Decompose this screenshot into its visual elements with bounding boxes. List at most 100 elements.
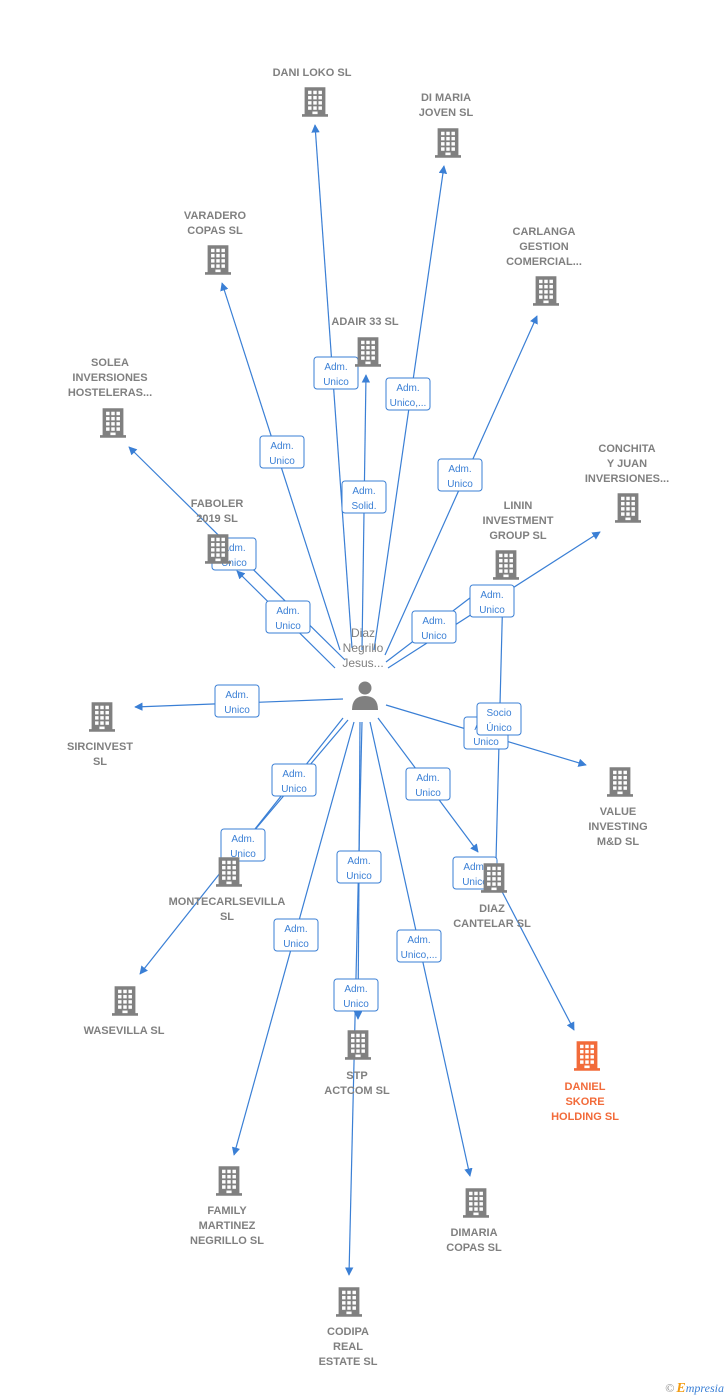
- company-name-line[interactable]: MARTINEZ: [199, 1220, 256, 1232]
- company-name-line[interactable]: SL: [93, 756, 107, 768]
- company-name-line[interactable]: GROUP SL: [489, 530, 547, 542]
- company-name-line[interactable]: WASEVILLA SL: [84, 1025, 165, 1037]
- building-icon[interactable]: [463, 1188, 489, 1218]
- company-name-line[interactable]: DIMARIA: [450, 1227, 497, 1239]
- company-name-line[interactable]: SKORE: [565, 1096, 604, 1108]
- company-name-line[interactable]: NEGRILLO SL: [190, 1235, 264, 1247]
- edge-label-box[interactable]: [214, 684, 260, 718]
- edge-label-box[interactable]: [437, 458, 483, 492]
- company-node-family-martinez[interactable]: FAMILY MARTINEZ NEGRILLO SL: [190, 1166, 264, 1247]
- company-node-wasevilla[interactable]: WASEVILLA SL: [84, 986, 165, 1037]
- building-icon[interactable]: [205, 534, 231, 564]
- edge-label-box[interactable]: [396, 929, 442, 963]
- edge-label-box[interactable]: [341, 480, 387, 514]
- company-node-value-investing[interactable]: VALUE INVESTING M&D SL: [588, 767, 648, 848]
- edge-label-center-to-di-maria-joven[interactable]: Adm.Unico,...: [385, 377, 431, 411]
- building-icon[interactable]: [574, 1041, 600, 1071]
- company-name-line[interactable]: ESTATE SL: [319, 1356, 378, 1368]
- company-name-line[interactable]: VALUE: [600, 806, 636, 818]
- company-name-line[interactable]: INVERSIONES: [72, 372, 147, 384]
- company-name-line[interactable]: ACTCOM SL: [324, 1085, 390, 1097]
- company-node-sircinvest[interactable]: SIRCINVEST SL: [67, 702, 133, 768]
- company-name-line[interactable]: REAL: [333, 1341, 363, 1353]
- building-icon[interactable]: [493, 550, 519, 580]
- edge-label-box[interactable]: [273, 918, 319, 952]
- company-name-line[interactable]: FABOLER: [191, 498, 244, 510]
- building-icon[interactable]: [481, 863, 507, 893]
- company-name-line[interactable]: DIAZ: [479, 903, 505, 915]
- company-node-linin[interactable]: LININ INVESTMENT GROUP SL: [483, 500, 554, 580]
- company-name-line[interactable]: FAMILY: [207, 1205, 247, 1217]
- building-icon[interactable]: [112, 986, 138, 1016]
- company-name-line[interactable]: DANIEL: [565, 1081, 606, 1093]
- edge-label-center-to-conchita[interactable]: Adm.Unico: [469, 584, 515, 618]
- edge-label-box[interactable]: [385, 377, 431, 411]
- company-name-line[interactable]: SL: [220, 911, 234, 923]
- building-icon[interactable]: [216, 1166, 242, 1196]
- edge-label-center-to-linin[interactable]: Adm.Unico: [411, 610, 457, 644]
- person-name-line[interactable]: Diaz: [351, 626, 375, 640]
- company-node-conchita[interactable]: CONCHITA Y JUAN INVERSIONES...: [585, 443, 669, 523]
- edge-label-center-to-family-martinez[interactable]: Adm.Unico: [273, 918, 319, 952]
- company-name-line[interactable]: COPAS SL: [446, 1242, 502, 1254]
- company-name-line[interactable]: SIRCINVEST: [67, 741, 133, 753]
- edge-label-center-to-varadero-copas[interactable]: Adm.Unico: [259, 435, 305, 469]
- building-icon[interactable]: [100, 408, 126, 438]
- company-node-varadero-copas[interactable]: VARADERO COPAS SL: [184, 210, 247, 275]
- company-node-carlanga[interactable]: CARLANGAGESTIONCOMERCIAL...: [506, 226, 582, 306]
- edge-label-box[interactable]: [476, 702, 522, 736]
- company-name-line[interactable]: GESTION: [519, 241, 569, 253]
- company-name-line[interactable]: 2019 SL: [196, 513, 238, 525]
- company-name-line[interactable]: INVESTING: [588, 821, 647, 833]
- edge-label-center-to-wasevilla[interactable]: Adm.Unico: [220, 828, 266, 862]
- company-name-line[interactable]: SOLEA: [91, 357, 129, 369]
- company-name-line[interactable]: VARADERO: [184, 210, 247, 222]
- company-node-daniel-skore[interactable]: DANIEL SKORE HOLDING SL: [551, 1041, 619, 1123]
- company-node-faboler[interactable]: FABOLER 2019 SL: [191, 498, 244, 564]
- edge-label-center-to-codipa[interactable]: Adm.Unico: [333, 978, 379, 1012]
- edge-label-center-to-carlanga[interactable]: Adm.Unico: [437, 458, 483, 492]
- edge-label-box[interactable]: [333, 978, 379, 1012]
- company-node-solea[interactable]: SOLEA INVERSIONES HOSTELERAS...: [68, 357, 152, 438]
- building-icon[interactable]: [533, 276, 559, 306]
- company-name-line[interactable]: HOSTELERAS...: [68, 387, 152, 399]
- building-icon[interactable]: [615, 493, 641, 523]
- building-icon[interactable]: [302, 87, 328, 117]
- edge-label-center-to-sircinvest[interactable]: Adm.Unico: [214, 684, 260, 718]
- company-name-line[interactable]: INVERSIONES...: [585, 473, 669, 485]
- company-node-montecarlsevilla[interactable]: MONTECARLSEVILLA SL: [169, 857, 286, 923]
- company-node-adair-33[interactable]: ADAIR 33 SL: [331, 316, 399, 367]
- edge-label-box[interactable]: [265, 600, 311, 634]
- edge-label-center-to-dani-loko[interactable]: Adm.Unico: [313, 356, 359, 390]
- company-name-line[interactable]: ADAIR 33 SL: [331, 316, 399, 328]
- building-icon[interactable]: [216, 857, 242, 887]
- edge-label-box[interactable]: [220, 828, 266, 862]
- edge-label-center-to-stp-actcom[interactable]: Adm.Unico: [336, 850, 382, 884]
- edge-label-box[interactable]: [271, 763, 317, 797]
- company-name-line[interactable]: LININ: [504, 500, 533, 512]
- edge-label-box[interactable]: [405, 767, 451, 801]
- company-name-line[interactable]: MONTECARLSEVILLA: [169, 896, 286, 908]
- edge-label-box[interactable]: [469, 584, 515, 618]
- company-name-line[interactable]: DANI LOKO SL: [273, 67, 352, 79]
- company-name-line[interactable]: INVESTMENT: [483, 515, 554, 527]
- company-node-dimaria-copas[interactable]: DIMARIA COPAS SL: [446, 1188, 502, 1254]
- person-name-line[interactable]: Negrillo: [343, 641, 384, 655]
- company-name-line[interactable]: HOLDING SL: [551, 1111, 619, 1123]
- edge-label-box[interactable]: [411, 610, 457, 644]
- company-name-line[interactable]: COPAS SL: [187, 225, 243, 237]
- edge-label-center-to-solea[interactable]: Adm.Unico: [265, 600, 311, 634]
- building-icon[interactable]: [607, 767, 633, 797]
- edge-label-center-to-dimaria-copas[interactable]: Adm.Unico,...: [396, 929, 442, 963]
- company-name-line[interactable]: M&D SL: [597, 836, 639, 848]
- company-name-line[interactable]: CANTELAR SL: [453, 918, 531, 930]
- company-name-line[interactable]: CONCHITA: [598, 443, 655, 455]
- edge-label-box[interactable]: [313, 356, 359, 390]
- person-node[interactable]: DiazNegrilloJesus...: [342, 626, 384, 710]
- company-name-line[interactable]: JOVEN SL: [419, 107, 474, 119]
- person-name-line[interactable]: Jesus...: [342, 656, 383, 670]
- company-name-line[interactable]: Y JUAN: [607, 458, 647, 470]
